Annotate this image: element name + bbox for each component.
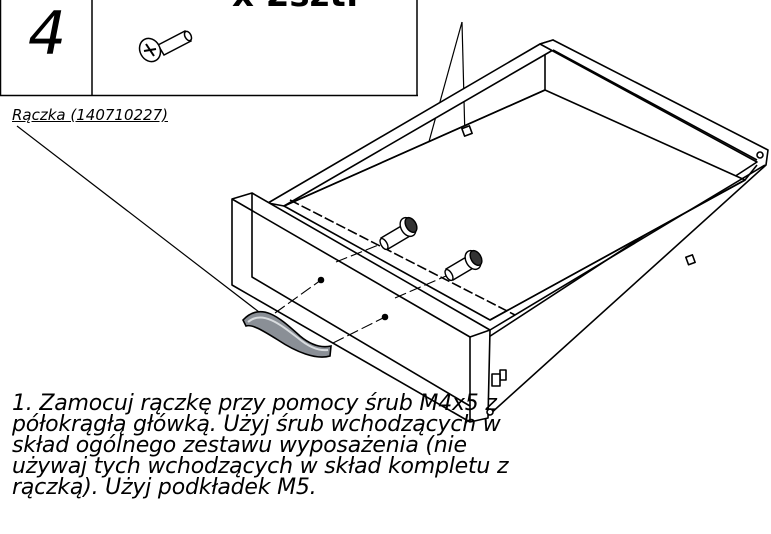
drawer-screw-1 [379,216,418,251]
drawer-illustration [231,39,769,423]
assembly-guide-lines [274,243,447,344]
drawer-screw-2 [444,249,483,282]
step-number: 4 [28,0,67,69]
step-box [0,0,418,97]
instruction-text: 1. Zamocuj rączkę przy pomocy śrub M4x5 … [12,391,509,500]
handle-illustration [242,310,332,358]
quantity-label: x 2szt. [232,0,359,12]
handle-leader-line [16,125,273,323]
part-label: Rączka (140710227) [12,106,168,124]
screw-icon [138,30,193,63]
